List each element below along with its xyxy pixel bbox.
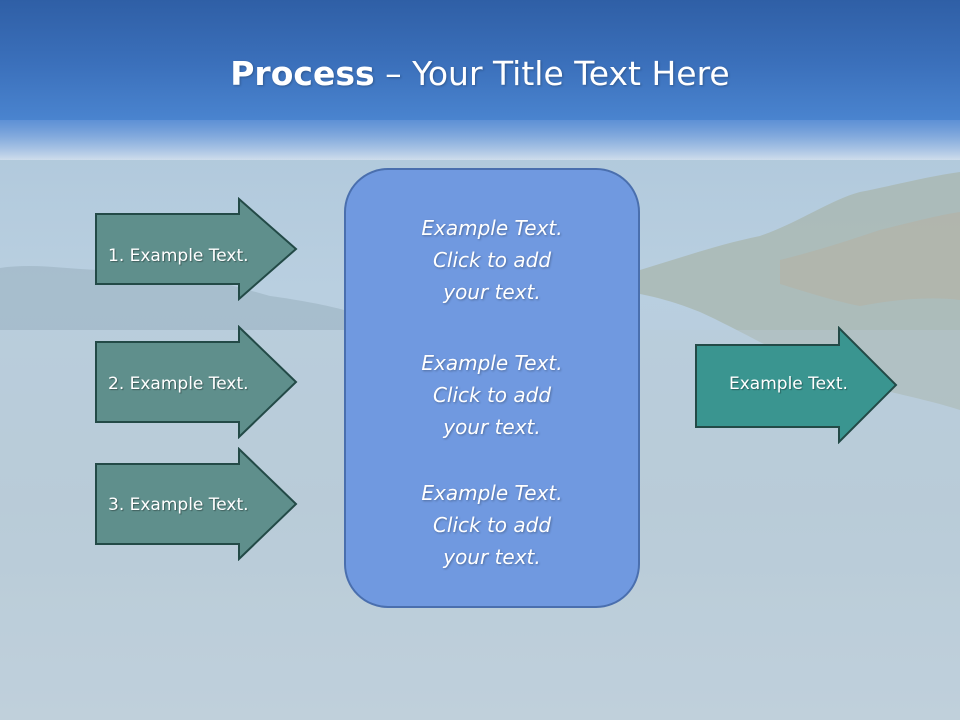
center-process-panel <box>344 168 640 608</box>
panel-line: your text. <box>443 415 541 439</box>
output-arrow-label: Example Text. <box>729 374 848 394</box>
panel-line: your text. <box>443 280 541 304</box>
title-band <box>0 0 960 160</box>
panel-line: your text. <box>443 545 541 569</box>
panel-line: Example Text. <box>421 351 563 375</box>
panel-line: Click to add <box>432 513 552 537</box>
panel-text-block-1: Example Text. Click to add your text. <box>344 212 640 308</box>
panel-text-block-2: Example Text. Click to add your text. <box>344 347 640 443</box>
panel-text-block-3: Example Text. Click to add your text. <box>344 477 640 573</box>
panel-line: Click to add <box>432 248 552 272</box>
panel-line: Example Text. <box>421 481 563 505</box>
input-arrow-1-label: 1. Example Text. <box>108 246 249 266</box>
input-arrow-2-label: 2. Example Text. <box>108 374 249 394</box>
title-bold: Process <box>230 54 375 93</box>
page-title: Process – Your Title Text Here <box>0 52 960 96</box>
output-arrow <box>695 326 898 444</box>
panel-line: Example Text. <box>421 216 563 240</box>
title-rest: – Your Title Text Here <box>374 54 730 93</box>
input-arrow-3 <box>95 447 298 561</box>
input-arrow-2 <box>95 325 298 439</box>
input-arrow-1 <box>95 197 298 301</box>
panel-line: Click to add <box>432 383 552 407</box>
input-arrow-3-label: 3. Example Text. <box>108 495 249 515</box>
